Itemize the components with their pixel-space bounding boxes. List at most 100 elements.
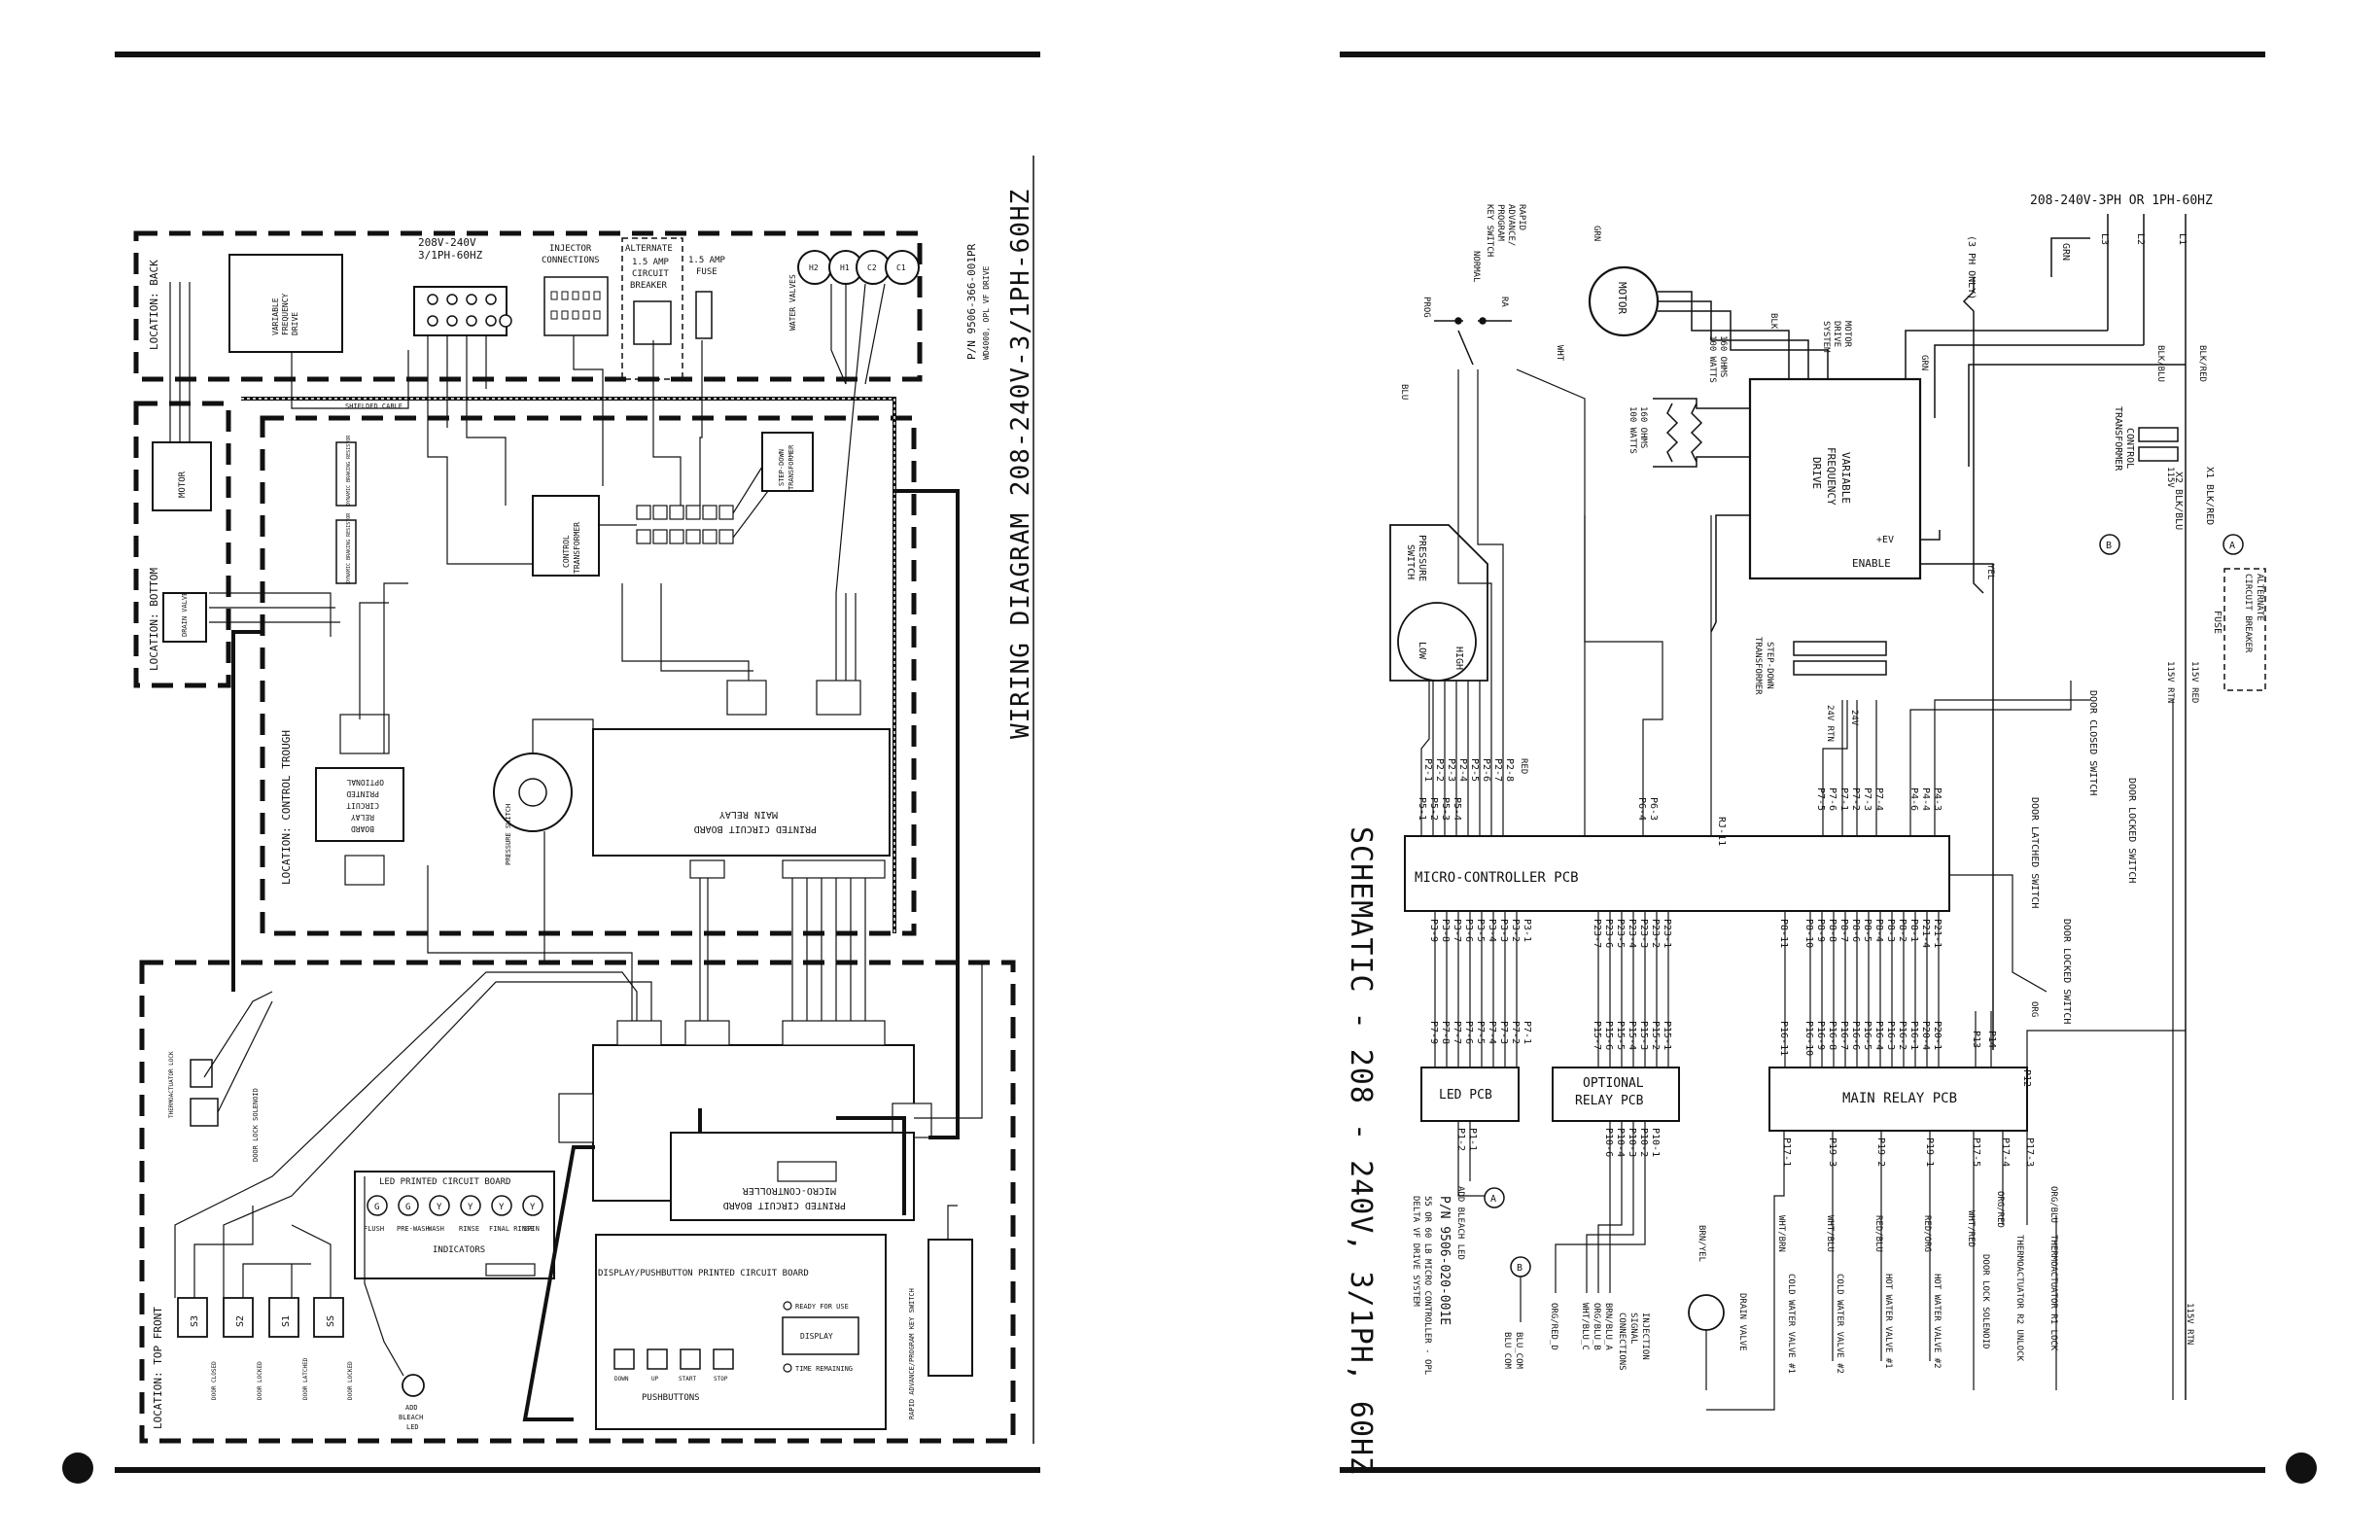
svg-text:P1-2: P1-2: [1455, 1128, 1466, 1151]
svg-text:BLK/BLU: BLK/BLU: [2155, 345, 2165, 382]
schematic-step-down: [1793, 641, 1887, 676]
motor-box: [152, 441, 212, 511]
opt-relay-3: CIRCUIT: [346, 801, 379, 810]
svg-text:P21-1: P21-1: [1932, 919, 1942, 948]
ready-label: READY FOR USE: [795, 1303, 849, 1311]
cold-water-2: COLD WATER VALVE #2: [1835, 1274, 1844, 1374]
vfd-text-1: VARIABLE: [1839, 452, 1852, 504]
main-relay-board: [592, 728, 891, 857]
svg-text:P16-9: P16-9: [1815, 1021, 1826, 1050]
led-connector: [485, 1263, 536, 1277]
led-name-4: RINSE: [459, 1225, 479, 1233]
optional-relay-pcb-2: RELAY PCB: [1575, 1094, 1644, 1108]
main-relay-pcb-label: MAIN RELAY PCB: [1842, 1091, 1957, 1106]
micro-controller-pcb: [1404, 835, 1950, 912]
svg-text:P10-1: P10-1: [1650, 1128, 1661, 1157]
circle-a-top: [2222, 534, 2244, 555]
svg-text:P7-3: P7-3: [1498, 1021, 1509, 1044]
svg-text:P7-6: P7-6: [1463, 1021, 1474, 1044]
svg-text:P7-8: P7-8: [1440, 1021, 1451, 1044]
opt-relay-2: PRINTED: [346, 789, 379, 798]
svg-text:P7-4: P7-4: [1873, 788, 1884, 811]
injection-3: CONNECTIONS: [1617, 1312, 1627, 1371]
svg-text:P2-6: P2-6: [1481, 758, 1491, 782]
loc-bottom-label: LOCATION: BOTTOM: [148, 568, 160, 671]
micro-p21-connector: [684, 1020, 730, 1046]
svg-text:P3-5: P3-5: [1475, 919, 1486, 942]
l1-label: L1: [2177, 233, 2188, 245]
led-indicators: [367, 1195, 543, 1216]
svg-text:BLU: BLU: [1399, 384, 1409, 400]
injection-1: INJECTION: [1640, 1312, 1650, 1360]
svg-text:P16-3: P16-3: [1885, 1021, 1896, 1050]
micro-p8-connector: [782, 1020, 886, 1046]
rapid-4: KEY SWITCH: [1485, 204, 1494, 257]
vfd-enable: ENABLE: [1852, 557, 1891, 570]
led-name-6: SPIN: [523, 1225, 540, 1233]
svg-text:P8-4: P8-4: [1873, 919, 1884, 942]
svg-text:P7-4: P7-4: [1487, 1021, 1497, 1044]
motor-drive-1: MOTOR: [1842, 321, 1852, 348]
led-name-2: PRE-WASH: [397, 1225, 430, 1233]
svg-text:BLU COM: BLU COM: [1502, 1332, 1512, 1370]
svg-text:P2-5: P2-5: [1469, 758, 1480, 782]
drain-valve-box: [162, 592, 207, 643]
svg-text:RED: RED: [1519, 758, 1528, 774]
drain-valve-coil: [1688, 1294, 1725, 1331]
svg-text:P15-4: P15-4: [1627, 1021, 1637, 1050]
opt-relay-connector-bottom: [344, 855, 385, 886]
add-bleach-led-text: ADD BLEACH LED: [1455, 1186, 1465, 1260]
switch-s3: S3: [190, 1315, 200, 1327]
key-switch-label: RAPID ADVANCE/PROGRAM KEY SWITCH: [908, 1288, 916, 1419]
led-name-5: FINAL RINSE: [489, 1225, 534, 1233]
svg-text:P7-1: P7-1: [1522, 1021, 1532, 1044]
led-board: [354, 1171, 555, 1279]
ready-led: [783, 1301, 792, 1311]
injection-wire-c: WHT/BLU_C: [1580, 1303, 1590, 1350]
key-switch-symbol: [1434, 317, 1512, 366]
shielded-cable-label: SHIELDED CABLE: [345, 402, 402, 410]
svg-text:P3-3: P3-3: [1498, 919, 1509, 942]
door-locked-switch: DOOR LOCKED SWITCH: [2126, 778, 2137, 883]
svg-text:P1-1: P1-1: [1467, 1128, 1478, 1151]
svg-text:P17-4: P17-4: [2000, 1138, 2011, 1167]
circle-a-bottom: [1484, 1187, 1505, 1208]
svg-text:P4-3: P4-3: [1932, 788, 1942, 811]
micro-pcb-label: MICRO-CONTROLLER PCB: [1415, 870, 1579, 886]
svg-text:P8-5: P8-5: [1862, 919, 1872, 942]
led-letter-4: Y: [468, 1203, 473, 1212]
time-led: [783, 1363, 792, 1373]
led-pcb-label: LED PCB: [1439, 1088, 1492, 1102]
load-wires: [1705, 1131, 2057, 1411]
svg-text:WHT/RED: WHT/RED: [1966, 1210, 1976, 1247]
schematic-grn-motor: GRN: [1592, 226, 1601, 241]
svg-text:P2-2: P2-2: [1434, 758, 1445, 782]
thin-wires: [169, 282, 983, 1377]
injector-label-2: CONNECTIONS: [542, 256, 600, 265]
svg-text:P10-4: P10-4: [1615, 1128, 1626, 1157]
svg-text:P23-1: P23-1: [1662, 919, 1672, 948]
svg-text:P15-6: P15-6: [1603, 1021, 1614, 1050]
switch-s1: S1: [281, 1315, 292, 1327]
breaker-line-2: 1.5 AMP: [632, 258, 670, 267]
ground-terminal: [499, 314, 512, 328]
svg-text:P23-7: P23-7: [1592, 919, 1602, 948]
svg-text:P8-10: P8-10: [1803, 919, 1814, 948]
opt-relay-4: RELAY: [351, 813, 374, 822]
door-closed-switch: DOOR CLOSED SWITCH: [2087, 690, 2098, 795]
motor-drive-2: DRIVE: [1832, 321, 1841, 347]
led-indicators-label: INDICATORS: [433, 1245, 485, 1255]
svg-text:P23-4: P23-4: [1627, 919, 1637, 948]
p19-connector: [816, 680, 861, 716]
loc-top-front-label: LOCATION: TOP FRONT: [152, 1307, 164, 1429]
step-down-box: [761, 432, 814, 492]
vfd-text-2: FREQUENCY: [1825, 447, 1838, 506]
pcb-leads: [1420, 368, 2186, 1400]
display-board-label: DISPLAY/PUSHBUTTON PRINTED CIRCUIT BOARD: [598, 1269, 809, 1278]
svg-text:P7-2: P7-2: [1510, 1021, 1521, 1044]
resistor-2: [335, 519, 357, 584]
svg-text:P2-4: P2-4: [1457, 758, 1468, 782]
l3-label: L3: [2099, 233, 2110, 245]
svg-text:P17-3: P17-3: [2024, 1138, 2035, 1167]
